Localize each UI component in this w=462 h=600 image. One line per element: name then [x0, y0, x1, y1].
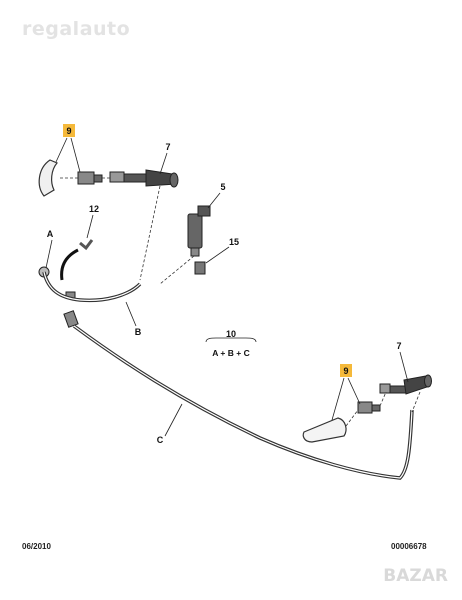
watermark: regalauto [22, 18, 131, 40]
diagram-reference: 00006678 [391, 542, 427, 551]
hose-b [42, 271, 142, 303]
callout-b: B [135, 327, 142, 337]
callout-7-bottom: 7 [396, 341, 401, 351]
grommet [194, 261, 206, 275]
callout-10: 10 [226, 329, 236, 339]
callout-9-top-box [63, 124, 75, 137]
washer-nozzle-top [77, 171, 103, 185]
callout-9-bottom-box [340, 364, 352, 377]
telescopic-actuator-bottom [379, 374, 432, 395]
washer-nozzle-bottom [357, 401, 381, 414]
kit-composition: A + B + C [212, 348, 249, 358]
telescopic-actuator-top [109, 169, 179, 188]
washer-pump [187, 205, 211, 257]
callout-5: 5 [220, 182, 225, 192]
callout-9-bottom: 9 [343, 366, 348, 376]
brand-watermark: BAZAR [383, 566, 448, 586]
callout-a: A [47, 229, 54, 239]
callout-15: 15 [229, 237, 239, 247]
callout-7-top: 7 [165, 142, 170, 152]
callout-c: C [157, 435, 164, 445]
hose-connector [79, 239, 94, 251]
hose-a [60, 248, 79, 281]
callout-12: 12 [89, 204, 99, 214]
nozzle-cover-top [38, 159, 58, 197]
nozzle-cover-bottom [302, 417, 347, 443]
diagram-date: 06/2010 [22, 542, 51, 551]
callout-9-top: 9 [66, 126, 71, 136]
